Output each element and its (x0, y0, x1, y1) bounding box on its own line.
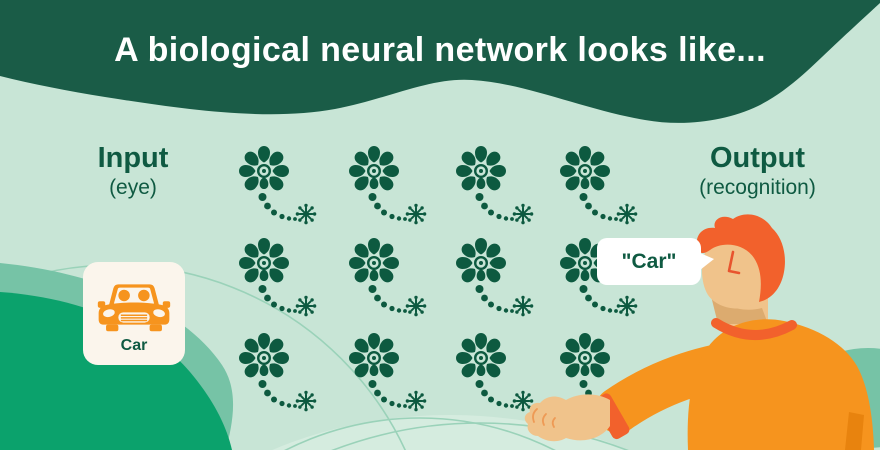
person-neck (726, 286, 768, 330)
page-title: A biological neural network looks like..… (114, 31, 766, 69)
person-face (702, 235, 769, 309)
car-icon (97, 284, 171, 332)
speech-bubble-text: "Car" (621, 249, 677, 273)
sweater-collar (711, 318, 797, 340)
car-card: Car (83, 262, 185, 365)
output-label: Output (709, 142, 805, 174)
ear-mark (727, 250, 741, 275)
neuron-icon (347, 332, 427, 412)
neuron-icon (237, 237, 317, 317)
neuron-icon (558, 145, 638, 225)
car-card-label: Car (120, 337, 148, 354)
input-sublabel: (eye) (109, 176, 157, 200)
output-label-group: Output (recognition) (670, 143, 845, 200)
neuron-icon (347, 145, 427, 225)
bottom-right-sea-green-blob (796, 348, 880, 448)
neck-shadow (710, 292, 768, 324)
neuron-icon (237, 145, 317, 225)
neuron-icon (454, 145, 534, 225)
light-wash-blob (272, 415, 628, 450)
person-torso (687, 319, 874, 450)
header-banner (0, 0, 880, 123)
output-sublabel: (recognition) (699, 176, 816, 200)
neuron-icon (347, 237, 427, 317)
neuron-icon (237, 332, 317, 412)
speech-bubble: "Car" (597, 238, 714, 285)
sweater-seam (845, 412, 864, 450)
neuron-icon (454, 237, 534, 317)
input-label-group: Input (eye) (53, 143, 213, 200)
neuron-icon (454, 332, 534, 412)
neuron-icon (558, 332, 638, 412)
input-label: Input (97, 142, 169, 174)
